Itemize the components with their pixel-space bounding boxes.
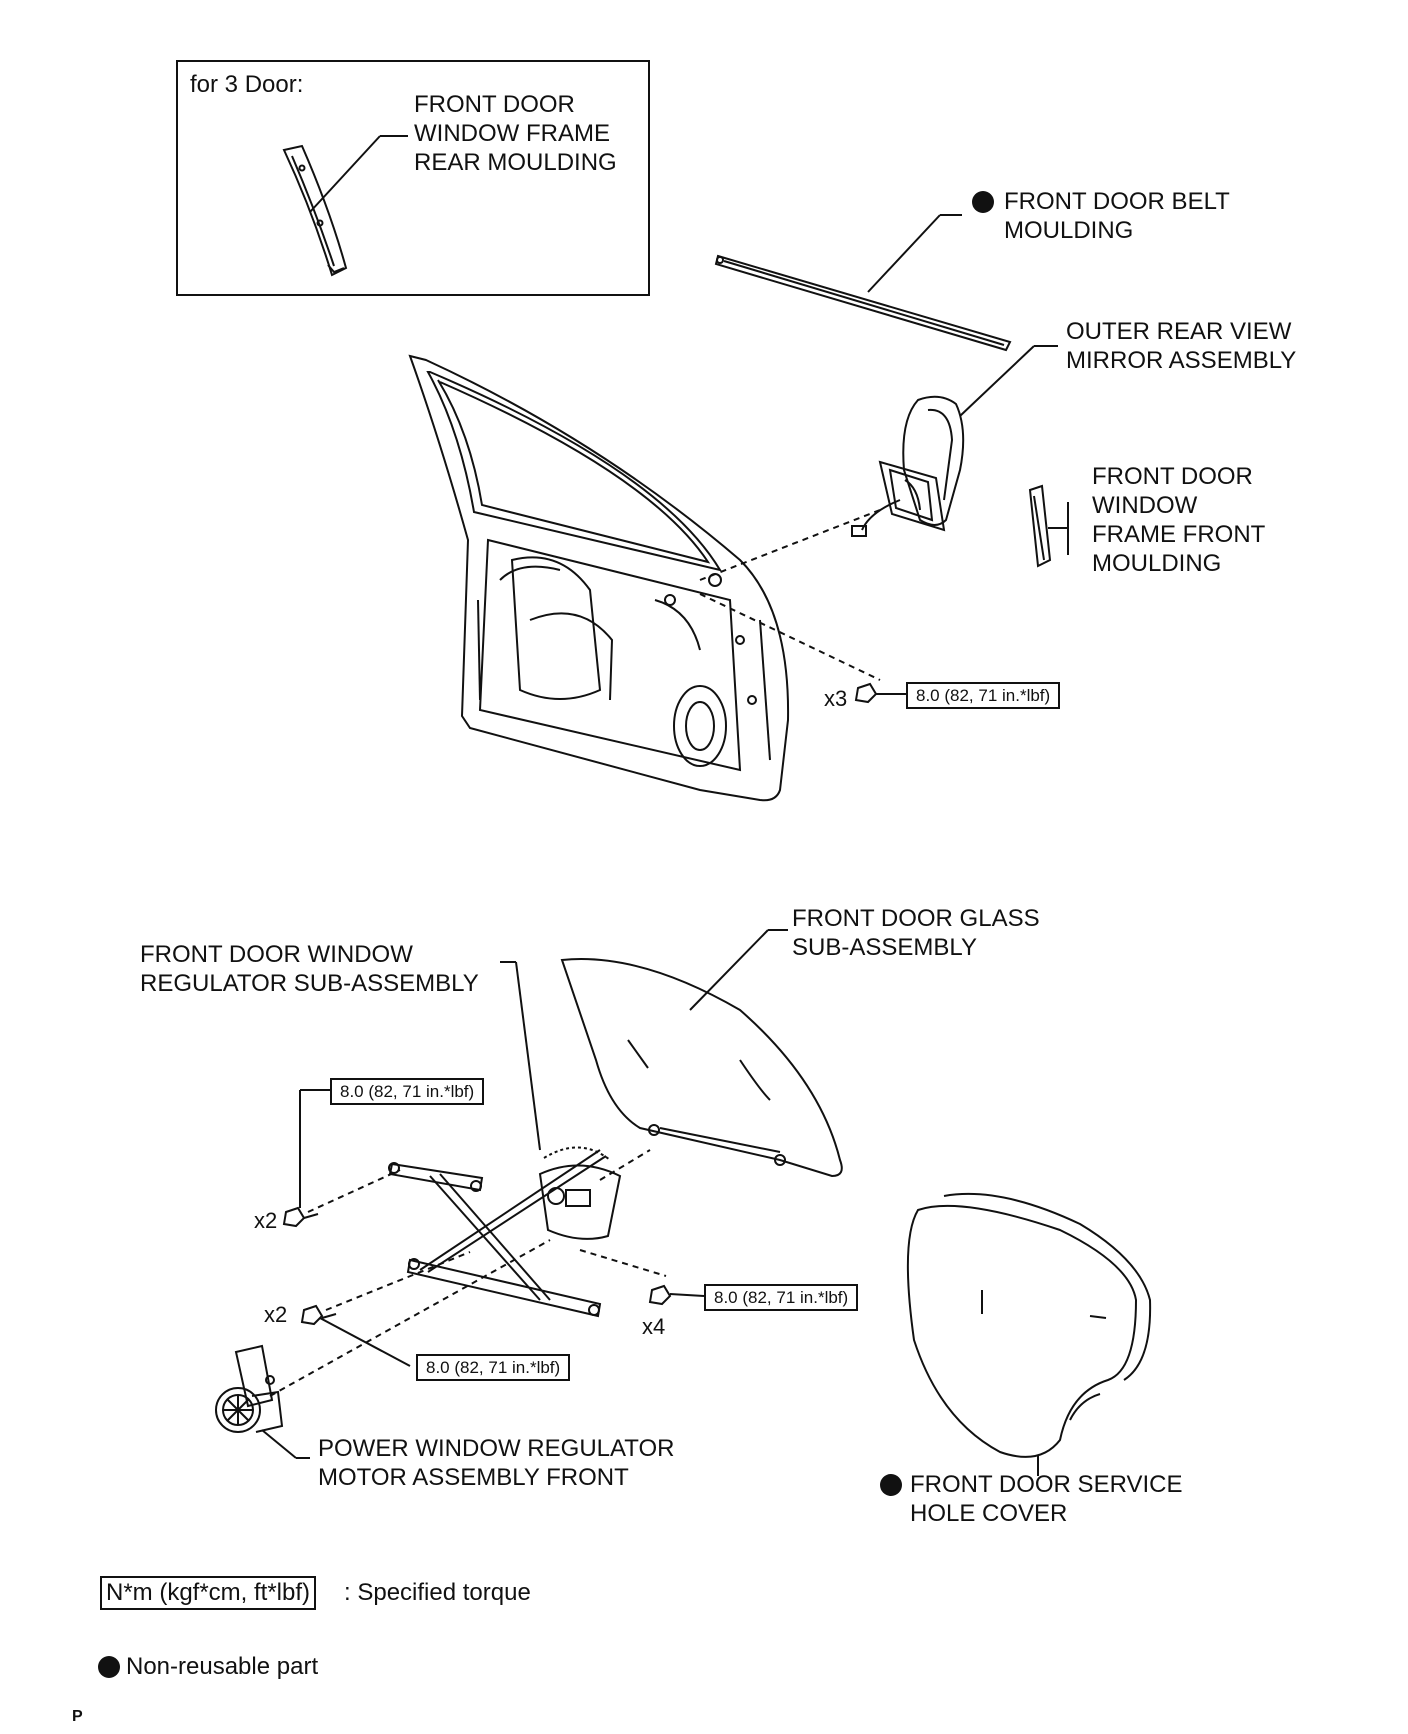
motor-bolt-torque: 8.0 (82, 71 in.*lbf) [416, 1354, 571, 1381]
regulator-part [388, 961, 622, 1318]
rear-moulding-label: FRONT DOOR WINDOW FRAME REAR MOULDING [414, 90, 617, 177]
regulator-label: FRONT DOOR WINDOW REGULATOR SUB-ASSEMBLY [140, 940, 479, 998]
mirror-bolt [854, 682, 906, 704]
glass-label-line: SUB-ASSEMBLY [792, 934, 977, 961]
motor-bolt-quantity: x2 [264, 1302, 288, 1327]
front-door-shell [408, 354, 790, 802]
frame-front-moulding-label-line: FRONT DOOR [1092, 463, 1253, 490]
rear-moulding-label-line: REAR MOULDING [414, 149, 617, 176]
mirror-dashed-guides [699, 509, 881, 681]
mirror-label-line: MIRROR ASSEMBLY [1066, 347, 1297, 374]
mirror-bolt-quantity: x3 [824, 686, 848, 711]
motor-part [215, 1344, 310, 1459]
belt-moulding-part [714, 214, 1012, 352]
service-hole-cover-label-line: FRONT DOOR SERVICE [910, 1471, 1183, 1498]
frame-front-moulding-label-line: MOULDING [1092, 550, 1222, 577]
service-hole-cover-label-line: HOLE COVER [910, 1500, 1068, 1527]
glass-label-line: FRONT DOOR GLASS [792, 905, 1040, 932]
corner-mark: P [72, 1708, 83, 1725]
non-reusable-marker-icon [880, 1474, 902, 1496]
regulator-upper-torque: 8.0 (82, 71 in.*lbf) [330, 1078, 485, 1105]
mirror-label: OUTER REAR VIEW MIRROR ASSEMBLY [1066, 317, 1296, 375]
non-reusable-marker-icon [972, 191, 994, 213]
mirror-label-line: OUTER REAR VIEW [1066, 318, 1292, 345]
belt-moulding-label-line: MOULDING [1004, 217, 1134, 244]
service-hole-cover-part [906, 1193, 1152, 1476]
motor-label: POWER WINDOW REGULATOR MOTOR ASSEMBLY FR… [318, 1434, 674, 1492]
frame-front-moulding-part [1028, 484, 1069, 568]
inset-caption: for 3 Door: [190, 70, 303, 99]
legend-torque-desc: : Specified torque [344, 1579, 531, 1606]
belt-moulding-label: FRONT DOOR BELT MOULDING [1004, 187, 1230, 245]
regulator-label-line: FRONT DOOR WINDOW [140, 941, 413, 968]
regulator-right-quantity: x4 [642, 1314, 666, 1339]
regulator-right-bolt [648, 1284, 705, 1306]
motor-label-line: MOTOR ASSEMBLY FRONT [318, 1464, 629, 1491]
belt-moulding-label-line: FRONT DOOR BELT [1004, 188, 1230, 215]
regulator-upper-bolt [282, 1089, 330, 1228]
rear-moulding-part [282, 135, 408, 277]
legend-torque-unit: N*m (kgf*cm, ft*lbf) [100, 1576, 317, 1610]
legend-non-reusable: Non-reusable part [126, 1653, 319, 1680]
frame-front-moulding-label: FRONT DOOR WINDOW FRAME FRONT MOULDING [1092, 462, 1265, 578]
frame-front-moulding-label-line: FRAME FRONT [1092, 521, 1266, 548]
glass-part [560, 929, 843, 1178]
inset-caption-text: for 3 Door: [190, 71, 304, 98]
mirror-bolt-torque: 8.0 (82, 71 in.*lbf) [906, 682, 1061, 709]
motor-label-line: POWER WINDOW REGULATOR [318, 1435, 675, 1462]
rear-moulding-label-line: FRONT DOOR [414, 91, 575, 118]
regulator-upper-quantity: x2 [254, 1208, 278, 1233]
three-door-inset [176, 60, 650, 296]
rear-moulding-label-line: WINDOW FRAME [414, 120, 610, 147]
regulator-dashed-guides [269, 1149, 667, 1397]
mirror-part [851, 345, 1058, 537]
glass-label: FRONT DOOR GLASS SUB-ASSEMBLY [792, 904, 1040, 962]
regulator-right-torque: 8.0 (82, 71 in.*lbf) [704, 1284, 859, 1311]
service-hole-cover-label: FRONT DOOR SERVICE HOLE COVER [910, 1470, 1182, 1528]
motor-bolt [300, 1304, 411, 1367]
frame-front-moulding-label-line: WINDOW [1092, 492, 1198, 519]
non-reusable-marker-icon [98, 1656, 120, 1678]
regulator-label-line: REGULATOR SUB-ASSEMBLY [140, 970, 479, 997]
